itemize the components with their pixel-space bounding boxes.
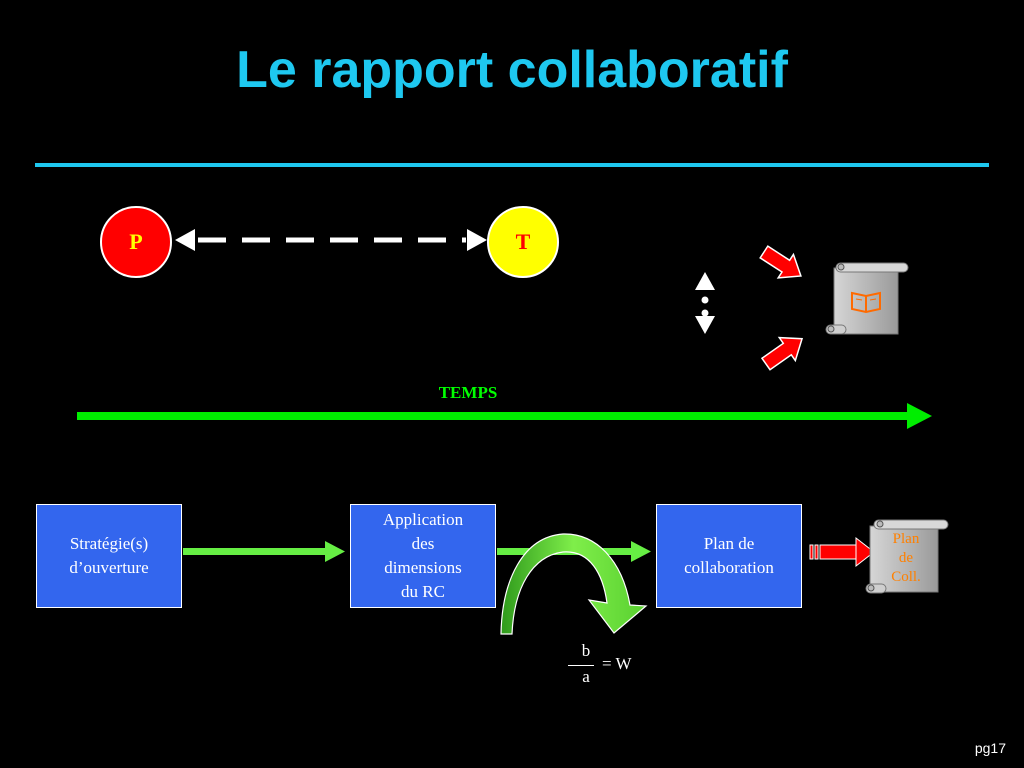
scroll-line: Plan (892, 531, 920, 547)
scroll-lower (865, 519, 949, 594)
curved-green-arrow (500, 533, 648, 635)
time-arrow (77, 403, 932, 429)
formula-numerator: b (581, 641, 591, 660)
box-line: des (411, 534, 435, 553)
box-strategie-ouverture: Stratégie(s) d’ouverture (36, 504, 182, 608)
formula-result: = W (602, 654, 632, 673)
node-p: P (100, 206, 172, 278)
formula-fraction-bar (568, 665, 594, 666)
box-line: du RC (401, 582, 445, 601)
box-application-dimensions: Application des dimensions du RC (350, 504, 496, 608)
box-line: collaboration (684, 558, 774, 577)
time-label: TEMPS (438, 383, 498, 402)
up-down-indicator-icon (695, 272, 715, 334)
book-icon (851, 291, 881, 314)
slide-title: Le rapport collaboratif (236, 41, 788, 99)
box-line: d’ouverture (69, 558, 149, 577)
scroll-line: de (898, 550, 914, 566)
striped-arrow-to-plan-scroll (809, 536, 875, 568)
plan-scroll-text: Plan de Coll. (872, 530, 940, 587)
box-line: Plan de (703, 534, 755, 553)
scroll-line: Coll. (891, 569, 921, 585)
scroll-upper (825, 262, 909, 335)
page-number: pg17 (974, 740, 1006, 756)
arrow-strategie-to-application (183, 541, 345, 562)
red-arrow-lower (760, 336, 804, 371)
box-line: Application (382, 510, 464, 529)
box-line: dimensions (384, 558, 462, 577)
box-line: Stratégie(s) (69, 534, 149, 553)
formula-denominator: a (582, 667, 590, 686)
red-arrow-upper (759, 245, 802, 279)
box-plan-collaboration: Plan de collaboration (656, 504, 802, 608)
p-t-relation-arrow (175, 229, 487, 251)
node-t: T (487, 206, 559, 278)
title-underline (35, 163, 989, 167)
